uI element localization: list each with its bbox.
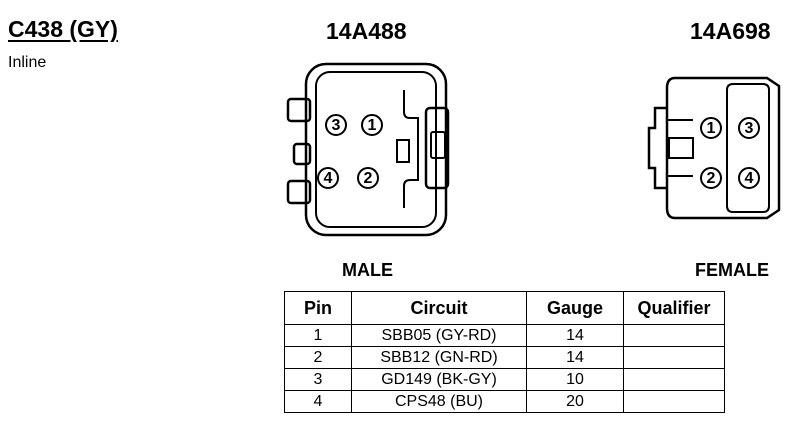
male-housing-inner — [315, 71, 437, 228]
header-gauge: Gauge — [526, 291, 624, 325]
female-pin-4-label: 4 — [745, 170, 754, 187]
circuit-cell: GD149 (BK-GY) — [351, 368, 527, 391]
female-lock-tab — [668, 137, 694, 159]
female-latch-rails — [667, 119, 693, 177]
male-pin-2-circle — [357, 167, 379, 189]
female-label: FEMALE — [695, 260, 769, 280]
qualifier-cell — [623, 346, 725, 369]
circuit-cell: SBB12 (GN-RD) — [351, 346, 527, 369]
female-housing — [665, 76, 781, 220]
table-row: 4 CPS48 (BU) 20 — [284, 390, 725, 413]
female-part-number: 14A698 — [690, 18, 771, 44]
qualifier-cell — [623, 324, 725, 347]
male-pin-1-circle — [361, 114, 383, 136]
circuit-cell: CPS48 (BU) — [351, 390, 527, 413]
header-pin: Pin — [284, 291, 352, 325]
circuit-cell: SBB05 (GY-RD) — [351, 324, 527, 347]
table-row: 2 SBB12 (GN-RD) 14 — [284, 346, 725, 369]
male-part-number: 14A488 — [326, 18, 407, 44]
female-pin-1-label: 1 — [707, 120, 716, 137]
pin-cell: 1 — [284, 324, 352, 347]
male-pin-4-label: 4 — [324, 170, 333, 187]
male-pin-1-label: 1 — [368, 117, 377, 134]
male-left-tab-middle — [292, 142, 312, 166]
female-pin-2-circle — [700, 167, 722, 189]
header-circuit: Circuit — [351, 291, 527, 325]
gauge-cell: 20 — [526, 390, 624, 413]
male-latch-button — [430, 131, 446, 159]
female-pin-4-circle — [738, 167, 760, 189]
gauge-cell: 10 — [526, 368, 624, 391]
qualifier-cell — [623, 390, 725, 413]
male-pin-2-label: 2 — [364, 170, 373, 187]
connector-title: C438 (GY) — [8, 16, 118, 42]
male-pin-3-circle — [325, 114, 347, 136]
male-left-tab-bottom — [286, 179, 312, 205]
connector-location: Inline — [8, 54, 47, 71]
gauge-cell: 14 — [526, 346, 624, 369]
female-pin-3-circle — [738, 117, 760, 139]
male-latch-slot — [403, 90, 419, 208]
pin-cell: 3 — [284, 368, 352, 391]
qualifier-cell — [623, 368, 725, 391]
female-connector-diagram: 1 3 2 4 — [647, 76, 781, 220]
male-lock-tab — [396, 139, 410, 163]
pin-cell: 2 — [284, 346, 352, 369]
pin-cell: 4 — [284, 390, 352, 413]
female-latch — [647, 106, 667, 190]
table-row: 1 SBB05 (GY-RD) 14 — [284, 324, 725, 347]
table-row: 3 GD149 (BK-GY) 10 — [284, 368, 725, 391]
male-left-tab-top — [286, 97, 312, 123]
pin-table-header-row: Pin Circuit Gauge Qualifier — [284, 291, 725, 325]
male-label: MALE — [342, 260, 393, 280]
gauge-cell: 14 — [526, 324, 624, 347]
female-cavity — [726, 83, 770, 213]
female-pin-2-label: 2 — [707, 170, 716, 187]
pin-table: Pin Circuit Gauge Qualifier 1 SBB05 (GY-… — [284, 291, 725, 413]
female-pin-1-circle — [700, 117, 722, 139]
male-pin-4-circle — [317, 167, 339, 189]
male-pin-3-label: 3 — [332, 117, 341, 134]
female-pin-3-label: 3 — [745, 120, 754, 137]
header-qualifier: Qualifier — [623, 291, 725, 325]
male-latch-frame — [424, 106, 450, 190]
male-connector-diagram: 3 1 4 2 — [286, 62, 450, 237]
